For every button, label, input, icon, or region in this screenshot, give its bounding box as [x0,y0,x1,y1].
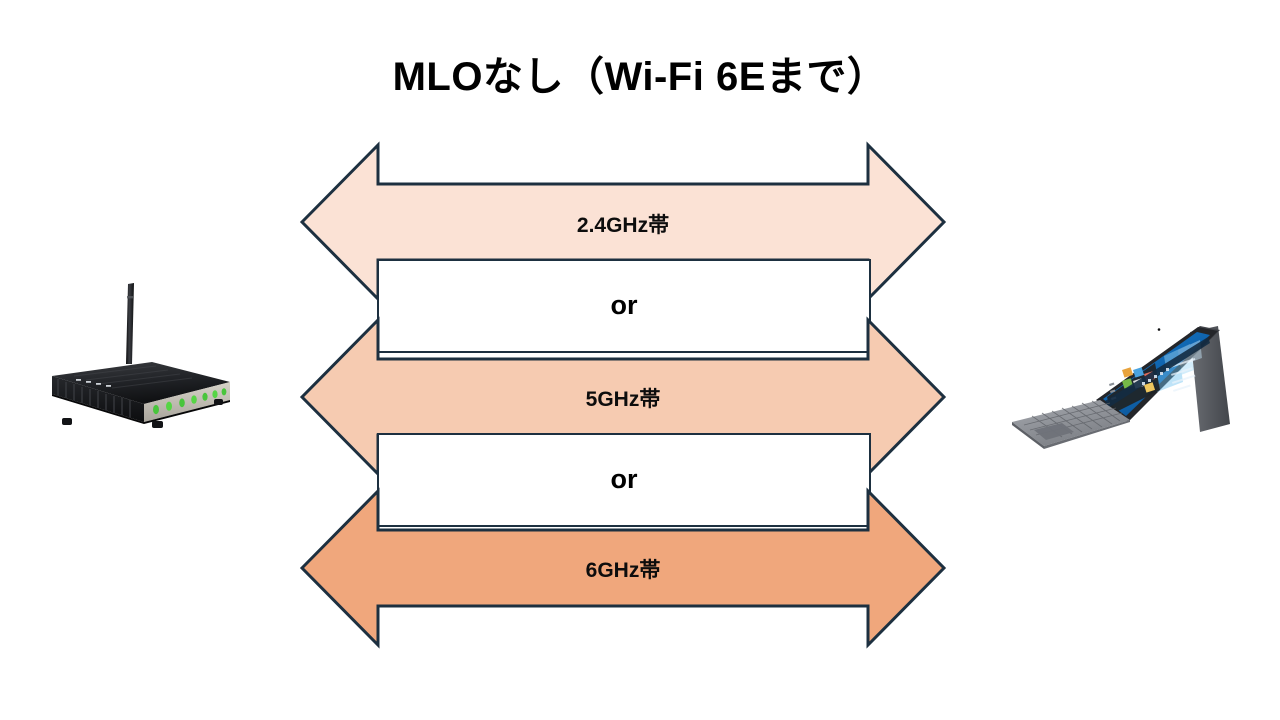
or-divider-box-2 [377,433,871,527]
band-label-6ghz: 6GHz帯 [585,559,661,582]
tablet-kickstand [1190,326,1230,432]
band-label-5ghz: 5GHz帯 [585,388,661,411]
tablet-camera-icon [1157,328,1161,331]
or-label-2: or [610,464,638,494]
screen-taskbar [1105,337,1210,408]
arrow-shape-6ghz [299,487,947,649]
page-title: MLOなし（Wi-Fi 6Eまで） [392,55,888,99]
screen-notifications [1169,357,1196,392]
tablet-trackpad [1034,423,1074,440]
band-label-2-4ghz: 2.4GHz帯 [576,214,670,237]
windows-tablet-image [1004,304,1236,460]
or-label-1: or [610,290,638,320]
router-top-face [52,362,230,404]
router-led-panel [144,382,230,422]
router-antenna-icon [126,283,134,364]
wireless-router-image [34,272,246,440]
band-arrow-6ghz[interactable] [299,487,947,649]
or-divider-box-1 [377,259,871,353]
router-led-indicators [153,388,227,415]
